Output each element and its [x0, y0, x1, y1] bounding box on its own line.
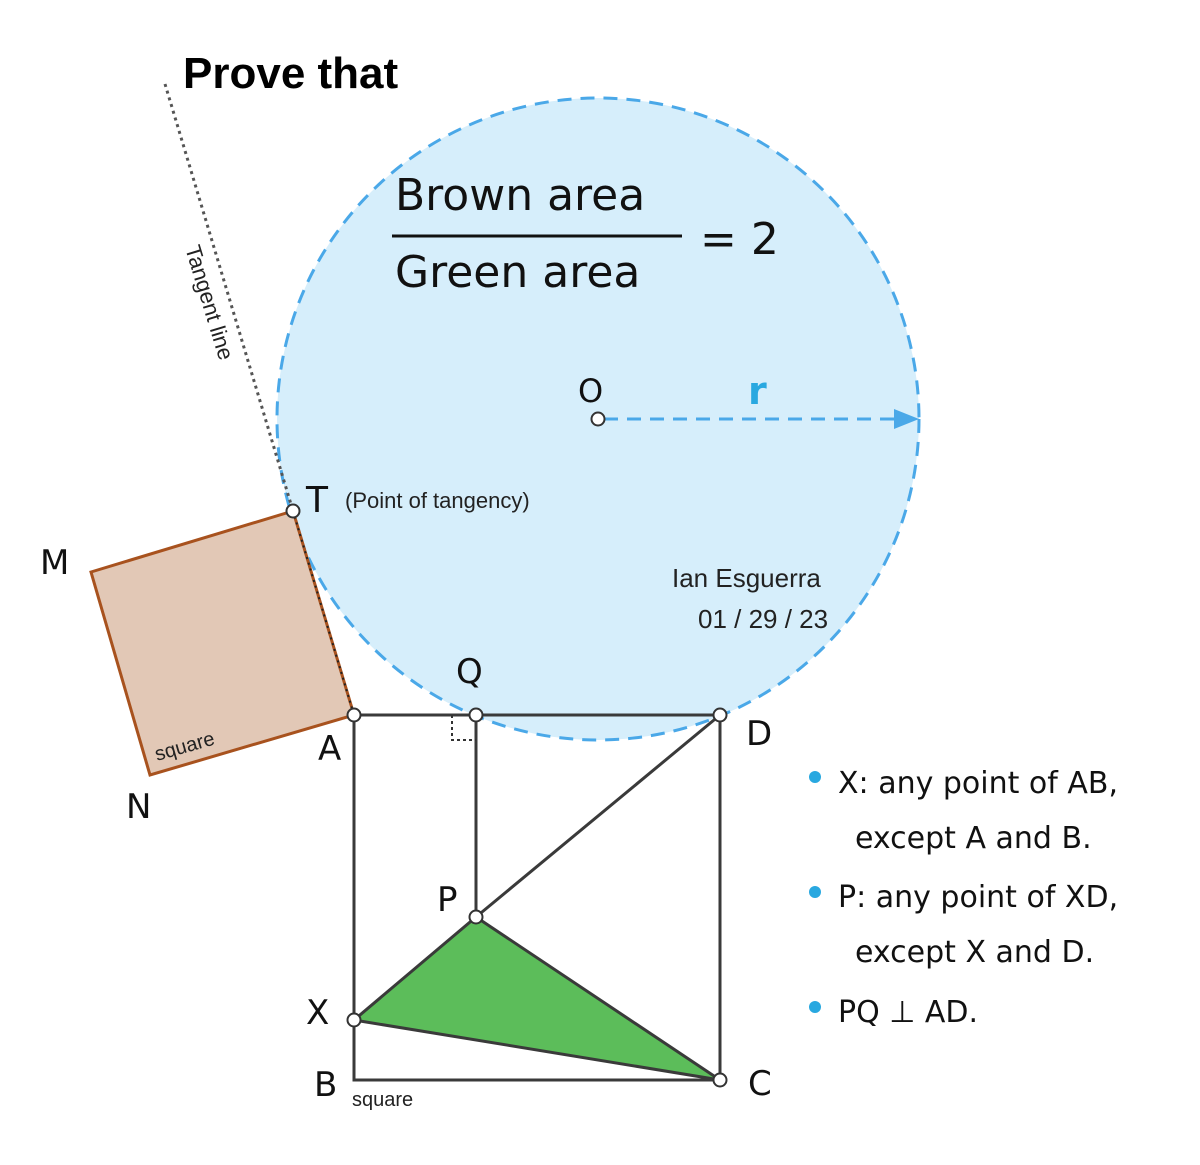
point-d — [712, 707, 728, 723]
point-x — [346, 1012, 362, 1028]
label-n: N — [126, 787, 151, 827]
tangency-note: (Point of tangency) — [345, 488, 530, 513]
note-line-3: P: any point of XD, — [838, 880, 1118, 915]
label-t: T — [305, 480, 329, 521]
bullet-2 — [809, 886, 821, 898]
label-x: X — [306, 993, 329, 1033]
fraction-denominator: Green area — [395, 247, 640, 298]
point-p — [468, 909, 484, 925]
date: 01 / 29 / 23 — [698, 604, 828, 634]
label-c: C — [748, 1064, 772, 1104]
point-a — [346, 707, 362, 723]
point-o — [590, 411, 606, 427]
square-label-bottom: square — [352, 1089, 413, 1111]
fraction-numerator: Brown area — [395, 170, 645, 221]
fraction-equals: = 2 — [700, 214, 779, 265]
label-d: D — [746, 714, 772, 754]
right-angle-marker — [451, 715, 476, 741]
label-p: P — [437, 880, 458, 920]
note-line-5: PQ ⊥ AD. — [838, 995, 978, 1030]
point-t — [285, 503, 301, 519]
bullet-3 — [809, 1001, 821, 1013]
note-line-4: except X and D. — [855, 935, 1094, 970]
label-a: A — [318, 729, 341, 769]
tangent-line-label: Tangent line — [180, 242, 239, 363]
bullet-1 — [809, 771, 821, 783]
label-o: O — [578, 372, 603, 410]
segment-pd — [475, 713, 721, 919]
square-abcd — [352, 713, 722, 1082]
note-line-1: X: any point of AB, — [838, 766, 1118, 801]
label-b: B — [314, 1065, 337, 1105]
label-q: Q — [456, 652, 483, 692]
point-q — [468, 707, 484, 723]
radius-arrowhead — [894, 409, 919, 429]
green-triangle — [350, 915, 721, 1082]
label-m: M — [40, 543, 69, 583]
note-line-2: except A and B. — [855, 821, 1092, 856]
author: Ian Esguerra — [672, 563, 821, 593]
title: Prove that — [183, 49, 399, 98]
point-c — [712, 1072, 728, 1088]
tangent-line — [163, 83, 295, 512]
label-r: r — [748, 369, 767, 413]
